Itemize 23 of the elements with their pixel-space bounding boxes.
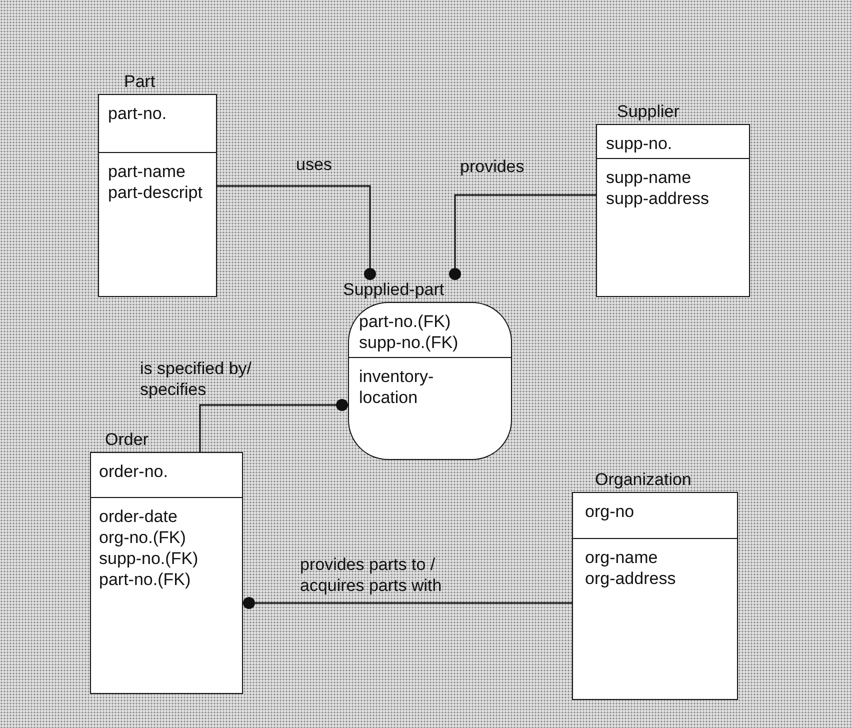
key-attribute: part-no.(FK) supp-no.(FK) xyxy=(359,311,458,353)
entity-name: Supplier xyxy=(617,102,680,123)
attribute-list: org-name org-address xyxy=(585,547,676,589)
entity-name: Order xyxy=(105,430,148,451)
relationship-line xyxy=(243,597,572,609)
edge-label: provides xyxy=(460,156,526,177)
relationship-line xyxy=(199,399,348,452)
attribute-list: part-name part-descript xyxy=(108,161,202,203)
relationship-line xyxy=(449,194,596,280)
edge-label: uses xyxy=(296,154,333,175)
attribute-list: order-date org-no.(FK) supp-no.(FK) part-no.(FK) xyxy=(99,506,198,590)
edge-label: provides parts to / acquires parts with xyxy=(300,554,443,596)
key-attribute: order-no. xyxy=(99,461,168,482)
entity-name: Supplied-part xyxy=(343,280,444,301)
key-attribute: part-no. xyxy=(108,103,167,124)
key-attribute: supp-no. xyxy=(606,133,672,154)
attribute-list: supp-name supp-address xyxy=(606,167,710,209)
edge-label: is specified by/ specifies xyxy=(140,358,252,400)
attribute-list: inventory- location xyxy=(359,366,434,408)
relationship-line xyxy=(217,185,376,280)
entity-name: Part xyxy=(124,72,156,93)
entity-name: Organization xyxy=(595,470,692,491)
key-attribute: org-no xyxy=(585,501,634,522)
